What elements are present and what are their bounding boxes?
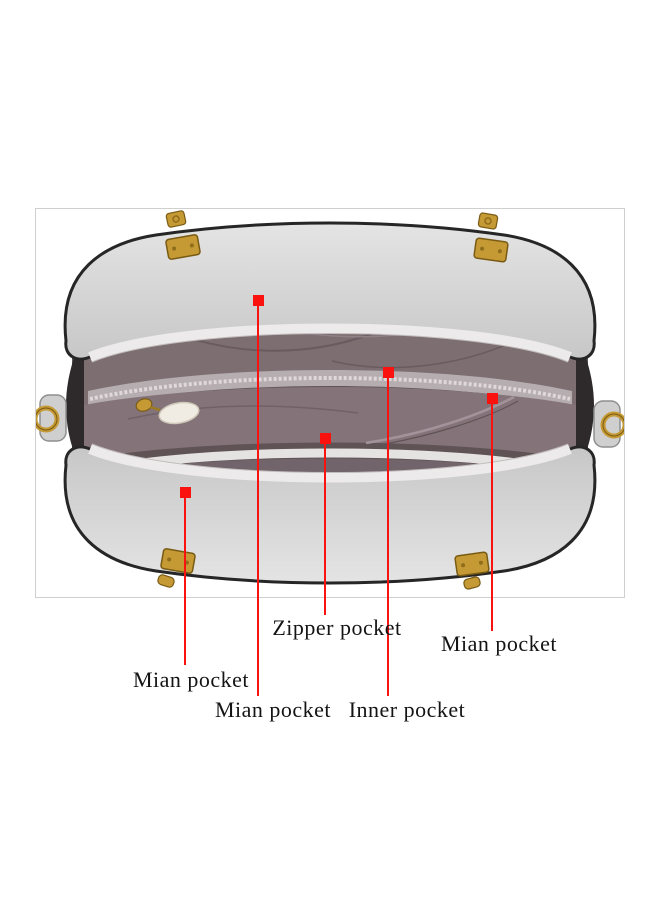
handle-anchor-right — [477, 212, 499, 230]
pocket-label-zipper: Zipper pocket — [272, 615, 402, 640]
gold-foot-plate-bottom-right — [454, 551, 490, 577]
strap-ring-left — [36, 394, 67, 442]
gold-foot-plate-top-left — [165, 234, 201, 260]
top-opening-binding — [88, 323, 572, 362]
handbag-photo — [36, 210, 624, 590]
middle-compartment-lining — [84, 387, 576, 459]
chain-link-bottom-left — [157, 574, 175, 588]
pocket-label-mian-right: Mian pocket — [440, 631, 558, 656]
pocket-label-mian-left: Mian pocket — [132, 667, 250, 692]
zipper-pull — [135, 398, 200, 425]
pocket-label-mian-bottom: Mian pocket — [214, 697, 332, 722]
zipper-band — [88, 370, 572, 407]
handle-anchor-left — [165, 210, 187, 228]
bag-top-panel — [63, 221, 597, 363]
chain-link-bottom-right — [463, 576, 481, 590]
gold-foot-plate-top-right — [473, 237, 509, 263]
strap-ring-right — [593, 400, 624, 448]
product-photo-frame — [35, 208, 625, 598]
bottom-opening-binding — [88, 444, 572, 483]
bag-bottom-panel — [63, 443, 597, 585]
pocket-label-inner: Inner pocket — [348, 697, 466, 722]
